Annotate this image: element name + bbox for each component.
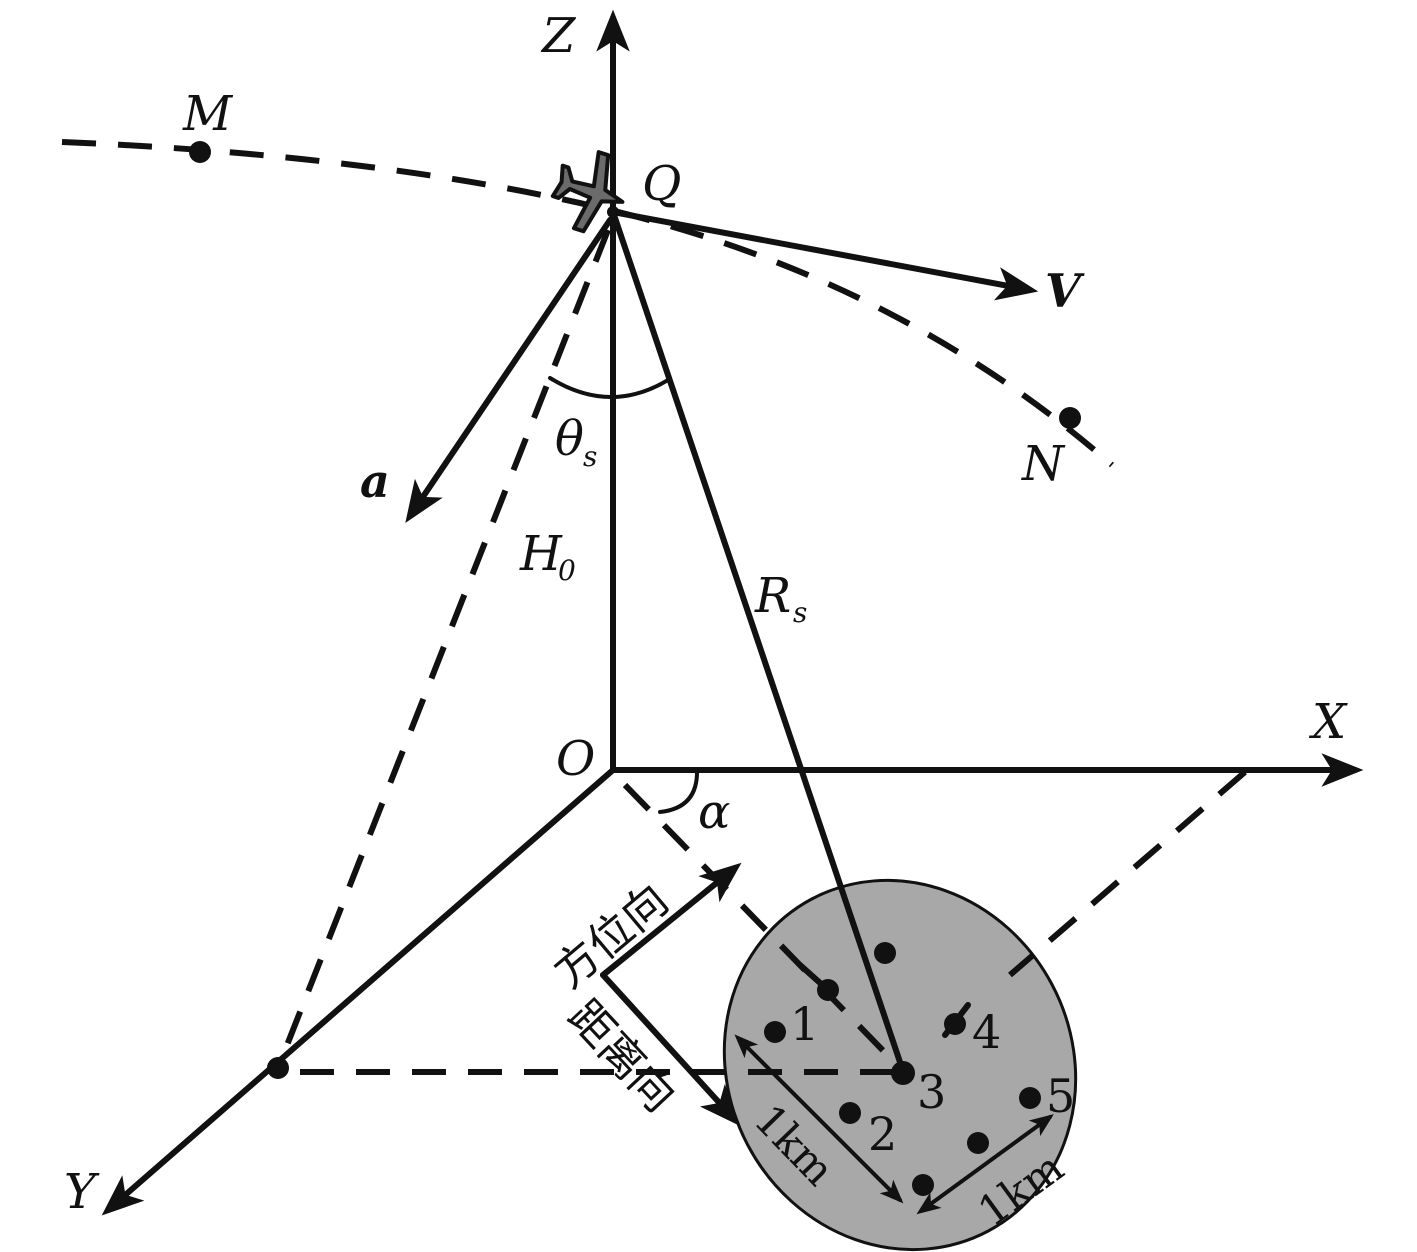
z-axis-label: Z — [540, 8, 577, 64]
projection-line-q-ground — [275, 228, 611, 1070]
point-n-dot — [1059, 407, 1081, 429]
acceleration-label: a — [360, 454, 390, 508]
scatterer-dot — [912, 1174, 934, 1196]
target-label-2: 2 — [868, 1107, 897, 1161]
theta-label: θ — [555, 411, 584, 467]
azimuth-centerline — [622, 782, 903, 1071]
target-1-dot — [817, 979, 839, 1001]
point-n-label: N — [1021, 436, 1066, 492]
alpha-label: α — [698, 784, 730, 840]
target-4-dot — [944, 1013, 966, 1035]
target-2-dot — [839, 1102, 861, 1124]
dimension-arrow-azimuth-1km — [916, 1114, 1054, 1215]
airplane-icon — [550, 150, 625, 234]
flight-path — [61, 139, 1114, 468]
target-3-dot — [891, 1061, 915, 1085]
point-m-label: M — [182, 86, 234, 142]
target-label-5: 5 — [1046, 1069, 1075, 1123]
range-direction-label: 距离向 — [558, 991, 685, 1122]
target-5-dot — [1019, 1087, 1041, 1109]
theta-angle-arc — [548, 376, 670, 399]
range-subscript: s — [793, 596, 807, 629]
height-subscript: 0 — [558, 554, 576, 587]
scatterer-dot — [967, 1132, 989, 1154]
scatterer-dot — [764, 1021, 786, 1043]
slant-range-line — [610, 209, 905, 1071]
y-axis-label: Y — [64, 1164, 100, 1220]
point-q-label: Q — [642, 156, 681, 212]
height-label: H — [519, 526, 563, 582]
point-m-dot — [189, 141, 211, 163]
y-projection-dot — [267, 1057, 289, 1079]
theta-subscript: s — [583, 440, 597, 473]
illuminated-area — [722, 878, 1078, 1252]
projection-line-x-target — [1008, 769, 1247, 978]
y-axis — [101, 767, 616, 1216]
range-direction-arrow — [600, 972, 741, 1127]
velocity-vector — [610, 209, 1039, 301]
point-q-dot — [607, 206, 619, 218]
x-axis-label: X — [1308, 694, 1348, 750]
acceleration-vector — [405, 217, 613, 523]
target-label-4: 4 — [972, 1005, 1001, 1059]
target-label-3: 3 — [917, 1065, 946, 1119]
dimension-arrow-range-1km — [734, 1034, 904, 1204]
scatterer-dot — [874, 942, 896, 964]
target-label-1: 1 — [790, 997, 819, 1051]
velocity-label: V — [1045, 264, 1085, 318]
range-label: R — [754, 568, 791, 624]
alpha-angle-arc — [658, 768, 700, 814]
azimuth-direction-arrow — [600, 862, 742, 978]
origin-label: O — [556, 731, 595, 787]
